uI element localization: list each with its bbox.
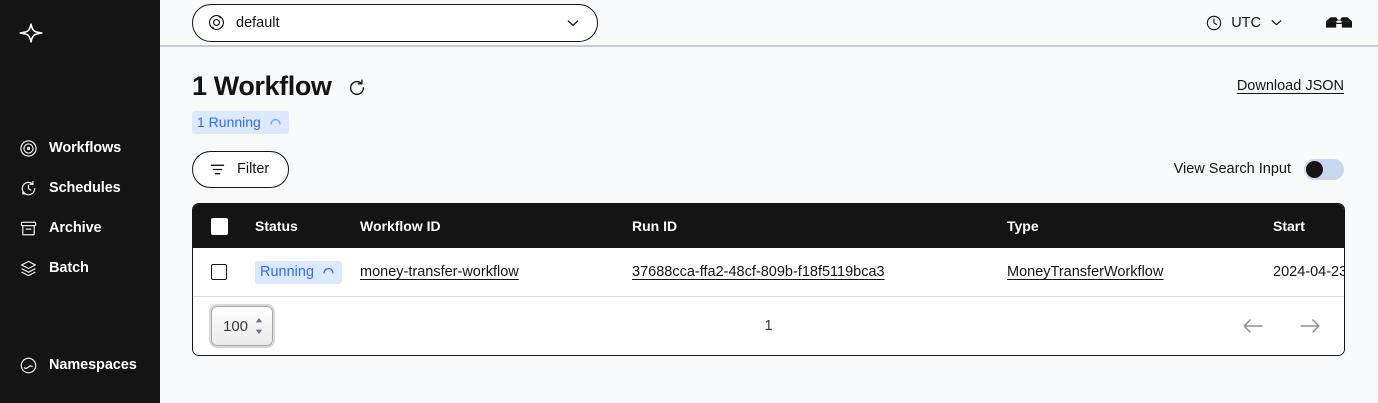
workflow-id-link[interactable]: money-transfer-workflow (360, 264, 519, 280)
download-json-link[interactable]: Download JSON (1236, 78, 1344, 94)
namespace-select[interactable]: default (192, 3, 598, 42)
filter-button[interactable]: Filter (192, 150, 290, 188)
batch-layers-icon (19, 259, 38, 278)
running-spinner-icon (322, 265, 335, 278)
page-header-row: 1 Workflow (192, 73, 1344, 100)
page-number: 1 (764, 318, 773, 334)
table-header-run-id[interactable]: Run ID (632, 204, 1007, 248)
clock-icon (1205, 14, 1223, 32)
page-size-select[interactable]: 100 (209, 304, 275, 348)
view-search-input-toggle[interactable] (1304, 158, 1344, 180)
pagination-arrows (1241, 316, 1322, 336)
table-row[interactable]: Running money-transfer-workflow (193, 248, 1344, 297)
row-workflow-id-cell: money-transfer-workflow (360, 248, 632, 297)
timezone-label: UTC (1231, 14, 1261, 31)
table-header-workflow-id[interactable]: Workflow ID (360, 204, 632, 248)
toolbar-row: Filter View Search Input (192, 149, 1344, 189)
sidebar-primary-nav: Workflows Schedules (0, 128, 160, 288)
row-start-cell: 2024-04-23 (1273, 248, 1344, 297)
timezone-picker[interactable]: UTC (1205, 14, 1284, 32)
running-spinner-icon (269, 116, 282, 129)
namespaces-icon (19, 356, 38, 375)
top-bar-right: UTC (1205, 0, 1354, 45)
chevron-down-icon (1269, 15, 1284, 30)
table-head: Status Workflow ID Run ID Type Start (193, 204, 1344, 248)
table-header-select-all (193, 204, 255, 248)
sidebar-item-schedules[interactable]: Schedules (0, 168, 160, 208)
workflow-type-link[interactable]: MoneyTransferWorkflow (1007, 264, 1164, 280)
run-id-link[interactable]: 37688cca-ffa2-48cf-809b-f18f5119bca3 (632, 264, 885, 280)
row-checkbox[interactable] (211, 264, 227, 280)
namespace-icon (207, 13, 226, 32)
row-type-cell: MoneyTransferWorkflow (1007, 248, 1273, 297)
workflows-icon (19, 139, 38, 158)
temporal-star-logo-icon[interactable] (16, 18, 46, 48)
status-badge-running[interactable]: 1 Running (192, 111, 289, 134)
workflows-table: Status Workflow ID Run ID Type Start (193, 204, 1344, 297)
page-content: 1 Workflow Download JSON 1 Running (160, 47, 1378, 356)
sidebar-item-namespaces[interactable]: Namespaces (0, 345, 160, 385)
sidebar-item-workflows[interactable]: Workflows (0, 128, 160, 168)
sidebar-item-label: Archive (49, 220, 102, 236)
select-all-checkbox[interactable] (211, 217, 228, 235)
row-run-id-cell: 37688cca-ffa2-48cf-809b-f18f5119bca3 (632, 248, 1007, 297)
filter-icon (209, 161, 226, 178)
glasses-icon[interactable] (1324, 11, 1354, 35)
chevron-down-icon (565, 15, 581, 31)
pagination-bar: 100 1 (193, 297, 1344, 355)
table-header-row: Status Workflow ID Run ID Type Start (193, 204, 1344, 248)
view-search-input-control: View Search Input (1173, 158, 1344, 180)
filter-button-label: Filter (237, 161, 270, 177)
table-body: Running money-transfer-workflow (193, 248, 1344, 297)
sidebar: Workflows Schedules (0, 0, 160, 403)
page-title: 1 Workflow (192, 71, 332, 101)
sidebar-item-label: Namespaces (49, 357, 137, 373)
sidebar-item-label: Schedules (49, 180, 121, 196)
view-search-input-label: View Search Input (1173, 161, 1291, 177)
namespace-value: default (236, 14, 280, 31)
main-area: default UTC (160, 0, 1378, 403)
refresh-icon[interactable] (346, 77, 368, 99)
row-status-label: Running (260, 263, 315, 280)
arrow-left-icon[interactable] (1241, 316, 1265, 336)
status-badge-label: 1 Running (197, 114, 261, 130)
workflows-table-container: Status Workflow ID Run ID Type Start (192, 203, 1345, 356)
table-header-status[interactable]: Status (255, 204, 360, 248)
table-header-type[interactable]: Type (1007, 204, 1273, 248)
sidebar-item-batch[interactable]: Batch (0, 248, 160, 288)
row-select-cell (193, 248, 255, 297)
archive-icon (19, 219, 38, 238)
schedules-icon (19, 179, 38, 198)
sidebar-bottom-nav: Namespaces (0, 345, 160, 385)
toggle-knob (1306, 160, 1323, 178)
arrow-right-icon[interactable] (1298, 316, 1322, 336)
sidebar-item-label: Workflows (49, 140, 122, 156)
sidebar-item-archive[interactable]: Archive (0, 208, 160, 248)
row-status-cell: Running (255, 248, 360, 297)
table-header-start[interactable]: Start (1273, 204, 1344, 248)
row-status-badge[interactable]: Running (255, 260, 343, 284)
sidebar-item-label: Batch (49, 260, 89, 276)
top-bar: default UTC (160, 0, 1378, 47)
